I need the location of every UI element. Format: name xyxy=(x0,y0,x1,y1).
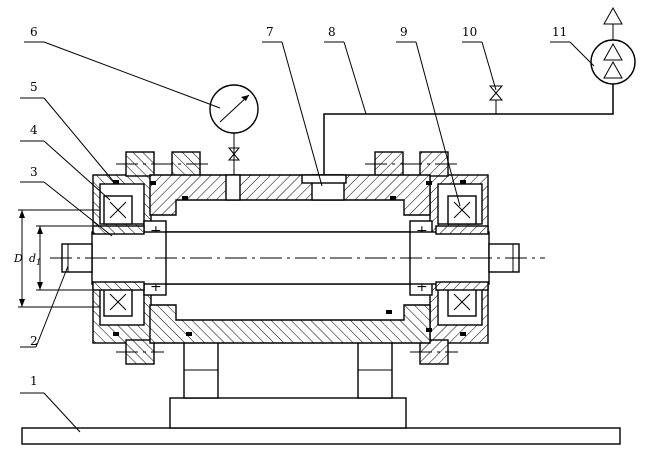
dimension-d1-label: d1 xyxy=(29,252,41,267)
dimension-d1: d1 xyxy=(29,225,92,291)
svg-text:+: + xyxy=(150,223,162,239)
shaft-sleeves xyxy=(92,225,489,291)
callout-5: 5 xyxy=(30,80,38,94)
seal-rings xyxy=(113,180,466,336)
svg-text:+: + xyxy=(416,223,428,239)
callout-10: 10 xyxy=(462,25,477,39)
bearing-left-bottom xyxy=(103,287,133,317)
callout-7: 7 xyxy=(266,25,274,39)
dimension-D: D xyxy=(13,209,100,308)
svg-text:+: + xyxy=(150,279,162,295)
callout-8: 8 xyxy=(328,25,336,39)
callout-6: 6 xyxy=(30,25,38,39)
leader-lines xyxy=(20,41,595,433)
stop-valve-icon xyxy=(488,85,504,114)
test-shaft xyxy=(50,231,545,285)
callout-1: 1 xyxy=(30,374,38,388)
callout-9: 9 xyxy=(400,25,408,39)
bearing-right-top xyxy=(447,195,477,225)
pressure-cylinder xyxy=(149,174,431,344)
callout-11: 11 xyxy=(552,25,567,39)
pressure-gauge-icon xyxy=(209,84,259,175)
callout-3: 3 xyxy=(30,165,38,179)
bearing-right-bottom xyxy=(447,287,477,317)
base-plate xyxy=(21,397,621,445)
callout-4: 4 xyxy=(30,123,38,137)
bearing-left-top xyxy=(103,195,133,225)
dimension-D-label: D xyxy=(13,252,23,265)
callout-2: 2 xyxy=(30,334,38,348)
needle-valve-icon xyxy=(227,147,241,161)
hydraulic-pump-icon xyxy=(590,6,636,85)
flange-bolts xyxy=(116,151,458,365)
callout-labels: 1 2 3 4 5 6 7 8 9 10 11 xyxy=(30,25,567,388)
oil-line xyxy=(323,84,614,175)
svg-text:+: + xyxy=(416,279,428,295)
